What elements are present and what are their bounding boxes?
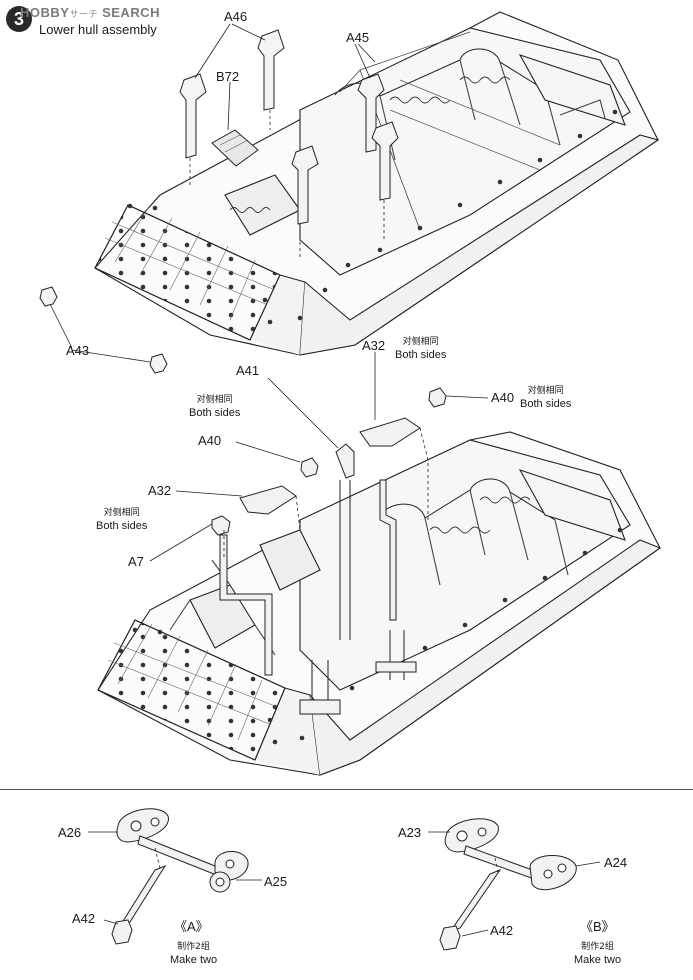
shock-absorber-parts [179,29,399,225]
label-a41: A41 [236,363,260,378]
sub-assembly-a-drawing [111,808,249,945]
note-en: Both sides [96,520,148,532]
label-a32-right: A32 [362,338,386,353]
sub-b-guides [428,831,601,937]
note-cn: 对侧相同 [103,508,140,518]
sub-a-guides [88,831,262,925]
note-cn: 制作2组 [581,942,614,952]
label-a25: A25 [264,874,288,889]
tow-shackle-parts [39,286,168,374]
note-cn: 对侧相同 [527,386,564,396]
note-both-sides-a32-right: 对侧相同 Both sides [395,336,446,362]
watermark-suffix: SEARCH [102,5,160,20]
label-a43: A43 [66,343,90,358]
note-both-sides-a40: 对侧相同 Both sides [520,385,571,411]
note-en: Make two [574,954,622,966]
label-a26: A26 [58,825,82,840]
note-en: Both sides [189,407,241,419]
label-a46: A46 [224,9,248,24]
watermark-jp: サーチ [69,10,98,20]
section-divider [0,789,693,790]
label-a42-a: A42 [72,911,96,926]
step-number: 3 [6,6,32,32]
label-a40-left: A40 [198,433,222,448]
label-a32-left: A32 [148,483,172,498]
note-cn: 对侧相同 [196,395,233,405]
sub-a-title: 《A》 [174,919,209,934]
label-a7: A7 [128,554,144,569]
step-title: Lower hull assembly [39,22,157,37]
note-en: Both sides [395,349,447,361]
note-both-sides-a32-left: 对侧相同 Both sides [96,507,147,533]
note-both-sides-a41: 对侧相同 Both sides [189,394,240,420]
lower-hull-drawing [97,431,662,776]
label-a23: A23 [398,825,422,840]
note-cn: 对侧相同 [402,337,439,347]
sub-b-title: 《B》 [580,919,615,934]
label-a40-right: A40 [491,390,515,405]
label-b72: B72 [216,69,240,84]
note-cn: 制作2组 [177,942,210,952]
note-make-two-b: 制作2组 Make two [574,941,621,967]
sub-assembly-b-drawing [439,818,577,951]
bracket-parts [211,387,447,715]
note-en: Both sides [520,398,572,410]
top-assembly-guides [47,23,385,363]
watermark: HOBBYサーチ SEARCH [20,5,160,20]
label-a45: A45 [346,30,370,45]
note-en: Make two [170,954,218,966]
label-a42-b: A42 [490,923,514,938]
note-make-two-a: 制作2组 Make two [170,941,217,967]
upper-hull-drawing [94,11,660,356]
middle-assembly-guides [149,352,489,562]
label-a24: A24 [604,855,628,870]
watermark-prefix: HOBBY [20,5,70,20]
